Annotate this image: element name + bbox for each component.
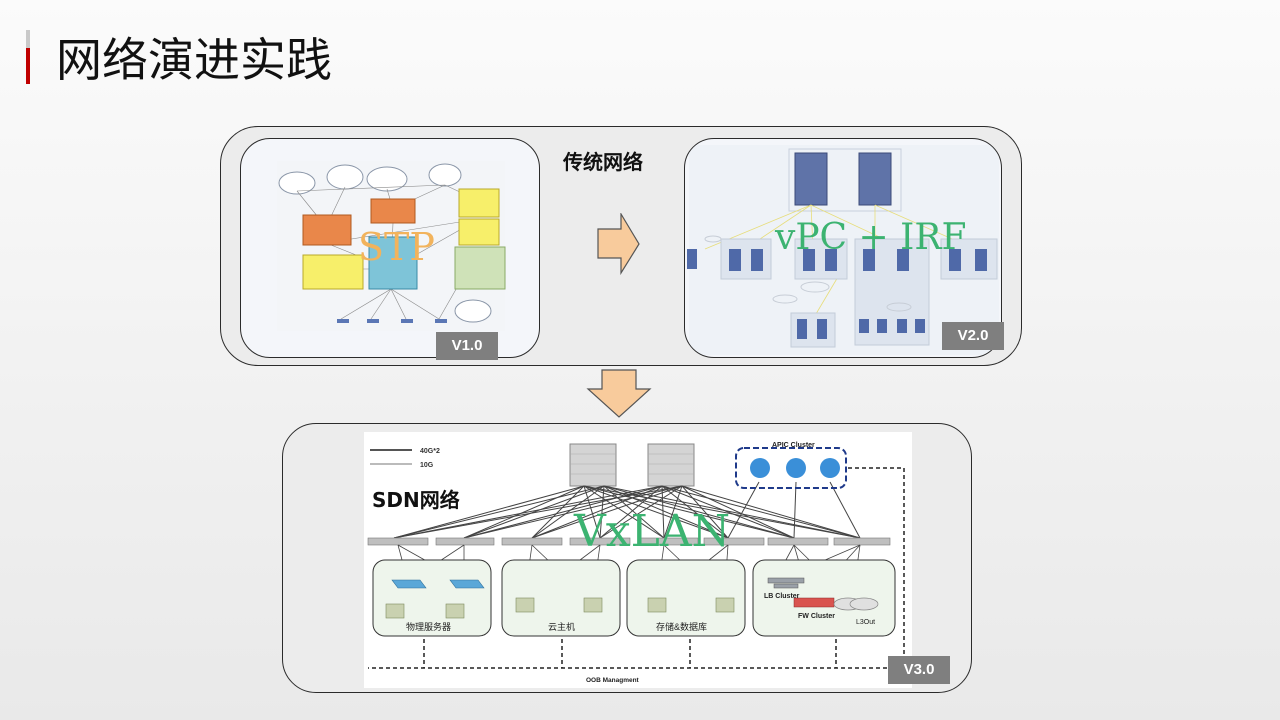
group-label-cloud-hosts: 云主机 — [548, 621, 575, 632]
server-icon — [569, 443, 695, 487]
router-icon — [833, 597, 879, 611]
switch-icon — [767, 577, 805, 589]
switch-icon — [391, 579, 485, 589]
switch-icon — [337, 319, 447, 323]
vpc-irf-topology-diagram — [687, 145, 999, 355]
group-label-physical-servers: 物理服务器 — [406, 621, 451, 632]
stp-topology-diagram — [277, 161, 506, 331]
apic-cluster-label: APIC Cluster — [772, 442, 815, 449]
legend-40g: 40G*2 — [420, 448, 440, 455]
v2-diagram-frame: vPC + IRF — [684, 138, 1002, 358]
slide-title: 网络演进实践 — [56, 33, 332, 87]
lb-cluster-label: LB Cluster — [764, 593, 800, 600]
cloud-icon — [278, 163, 492, 323]
fw-cluster-label: FW Cluster — [798, 613, 835, 620]
server-icon — [385, 597, 735, 619]
group-label-storage-db: 存储&数据库 — [656, 621, 707, 632]
right-arrow-icon — [597, 213, 640, 275]
server-icon — [794, 152, 892, 206]
legend-10g: 10G — [420, 462, 434, 469]
title-accent-bar — [26, 30, 30, 84]
vpc-irf-overlay-label: vPC + IRF — [775, 217, 967, 258]
vxlan-sdn-topology-diagram: 40G*2 10G APIC Cluster — [364, 432, 912, 688]
oob-management-label: OOB Managment — [586, 677, 640, 684]
down-arrow-icon — [586, 369, 652, 418]
v1-version-badge: V1.0 — [436, 332, 498, 360]
traditional-network-caption: 传统网络 — [563, 150, 643, 174]
stp-overlay-label: STP — [358, 225, 435, 269]
v3-version-badge: V3.0 — [888, 656, 950, 684]
v2-version-badge: V2.0 — [942, 322, 1004, 350]
l3out-label: L3Out — [856, 619, 875, 626]
switch-icon — [367, 537, 891, 546]
firewall-icon — [793, 597, 835, 608]
v1-diagram-frame: STP — [240, 138, 540, 358]
sdn-network-caption: SDN网络 — [372, 488, 460, 512]
router-icon — [750, 458, 840, 478]
vxlan-overlay-label: VxLAN — [574, 506, 731, 557]
